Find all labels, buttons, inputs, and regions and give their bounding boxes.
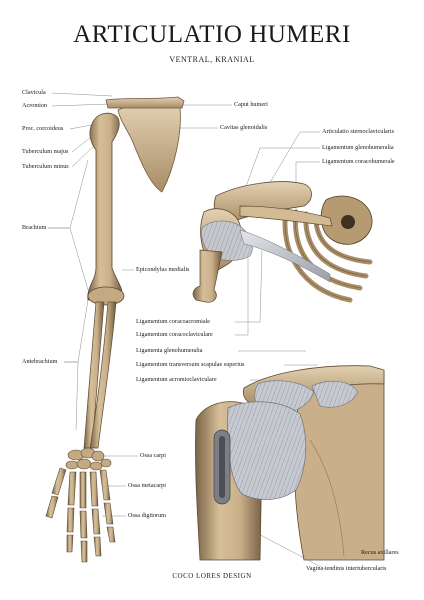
- label-clavicula: Clavicula: [22, 89, 46, 96]
- label-ossa-carpi: Ossa carpi: [140, 452, 166, 459]
- ligaments-top: [201, 220, 253, 261]
- shoulder-kranial-view: [192, 181, 373, 303]
- scapula: [117, 101, 181, 193]
- label-ossa-digitorum: Ossa digitorum: [128, 512, 166, 519]
- hand-bones: [45, 467, 116, 563]
- radius: [89, 301, 117, 449]
- label-vagina-tendinis: Vagina tendinis intertubercularis: [306, 565, 387, 572]
- label-ligamentum-acromioclaviculare: Ligamentum acromioclaviculare: [136, 376, 217, 383]
- label-recus-axillares: Recus axillares: [361, 549, 399, 556]
- label-antebrachium: Antebrachium: [22, 358, 58, 365]
- label-articulatio-sternoclavicularis: Articulatio sternoclavicularis: [322, 128, 394, 135]
- humerus: [87, 112, 123, 301]
- shoulder-ventral-view: [195, 365, 385, 561]
- carpal-bones: [65, 447, 112, 471]
- label-proc-coracoideus: Proc. corcoideus: [22, 125, 64, 132]
- label-tuberculum-majus: Tuberculum majus: [22, 148, 69, 155]
- humerus-shaft-top: [192, 249, 223, 303]
- label-ligamentum-coracoacromiale: Ligamentum coracoacromiale: [136, 318, 211, 325]
- page-title: ARTICULATIO HUMERI: [73, 21, 351, 48]
- label-ligamentum-transversum: Ligamentum transversum scapulae superius: [136, 361, 245, 368]
- label-epicondylus-medialis: Epicondylus medialis: [136, 266, 190, 273]
- clavicle: [105, 96, 185, 109]
- label-ligamentum-coracoclaviculare: Ligamentum coracoclaviculare: [136, 331, 213, 338]
- label-ligamentum-coracohumerale: Ligamentum coracohumerale: [322, 158, 395, 165]
- label-brachium: Brachium: [22, 224, 47, 231]
- label-tuberculum-minus: Tuberculum minus: [22, 163, 69, 170]
- label-cavitas-glenoidalis: Cavitas glenoidalis: [220, 124, 268, 131]
- label-caput-humeri: Caput humeri: [234, 101, 268, 108]
- page-subtitle: VENTRAL, KRANIAL: [169, 55, 255, 64]
- label-acromion: Acromion: [22, 102, 48, 109]
- joint-capsule: [227, 401, 307, 500]
- footer-credit: COCO LORES DESIGN: [172, 572, 252, 580]
- label-ossa-metacarpi: Ossa metacarpi: [128, 482, 166, 489]
- label-ligamenta-glenohumeralia: Ligamenta glenohumeralia: [136, 347, 203, 354]
- arm-skeleton: [45, 96, 185, 563]
- clavicle-top: [239, 205, 333, 227]
- label-ligamentum-glenohumeralia: Ligamentum glenohumeralia: [322, 144, 394, 151]
